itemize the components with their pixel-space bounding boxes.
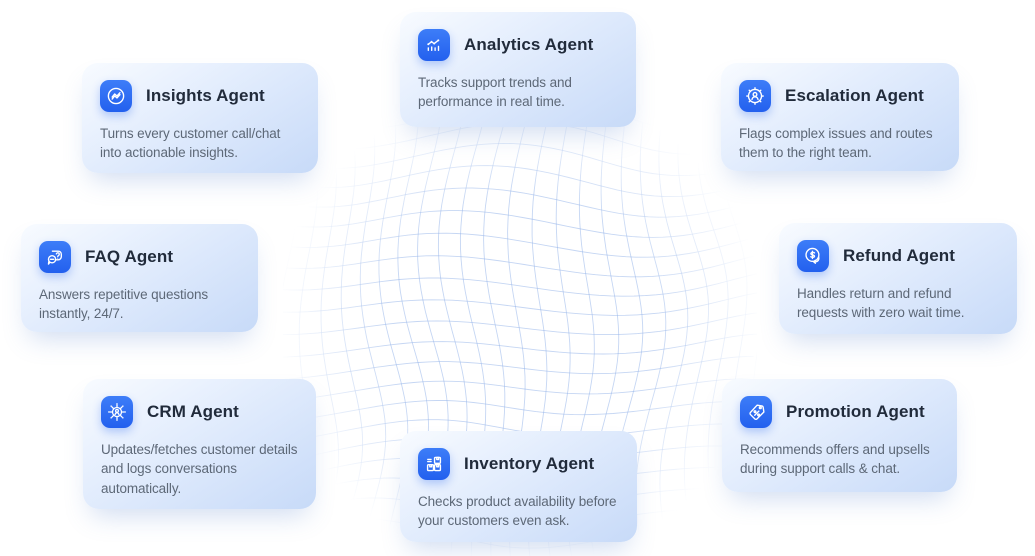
card-description: Recommends offers and upsells during sup… — [740, 442, 930, 477]
card-escalation-agent: Escalation Agent Flags complex issues an… — [721, 63, 959, 171]
card-header: Promotion Agent — [740, 396, 939, 428]
card-title: CRM Agent — [147, 402, 239, 421]
card-header: Insights Agent — [100, 80, 300, 112]
card-header: Inventory Agent — [418, 448, 619, 480]
card-title: Analytics Agent — [464, 35, 594, 54]
card-description: Checks product availability before your … — [418, 494, 617, 529]
analytics-icon — [418, 29, 450, 61]
inventory-icon — [418, 448, 450, 480]
card-header: Escalation Agent — [739, 80, 941, 112]
card-header: CRM Agent — [101, 396, 298, 428]
card-inventory-agent: Inventory Agent Checks product availabil… — [400, 431, 637, 542]
promotion-icon — [740, 396, 772, 428]
card-insights-agent: Insights Agent Turns every customer call… — [82, 63, 318, 173]
card-analytics-agent: Analytics Agent Tracks support trends an… — [400, 12, 636, 127]
card-promotion-agent: Promotion Agent Recommends offers and up… — [722, 379, 957, 492]
card-description: Turns every customer call/chat into acti… — [100, 126, 281, 161]
card-description: Handles return and refund requests with … — [797, 286, 965, 321]
crm-icon — [101, 396, 133, 428]
card-refund-agent: Refund Agent Handles return and refund r… — [779, 223, 1017, 334]
card-crm-agent: CRM Agent Updates/fetches customer detai… — [83, 379, 316, 509]
card-description: Tracks support trends and performance in… — [418, 75, 572, 110]
refund-icon — [797, 240, 829, 272]
card-header: FAQ Agent — [39, 241, 240, 273]
card-faq-agent: FAQ Agent Answers repetitive questions i… — [21, 224, 258, 332]
card-title: Escalation Agent — [785, 86, 924, 105]
card-title: Promotion Agent — [786, 402, 925, 421]
faq-icon — [39, 241, 71, 273]
insights-icon — [100, 80, 132, 112]
card-description: Flags complex issues and routes them to … — [739, 126, 933, 161]
card-description: Answers repetitive questions instantly, … — [39, 287, 209, 322]
card-title: Refund Agent — [843, 246, 955, 265]
escalation-icon — [739, 80, 771, 112]
card-description: Updates/fetches customer details and log… — [101, 442, 298, 496]
card-header: Refund Agent — [797, 240, 999, 272]
card-header: Analytics Agent — [418, 29, 618, 61]
card-title: FAQ Agent — [85, 247, 174, 266]
card-title: Inventory Agent — [464, 454, 595, 473]
card-title: Insights Agent — [146, 86, 265, 105]
